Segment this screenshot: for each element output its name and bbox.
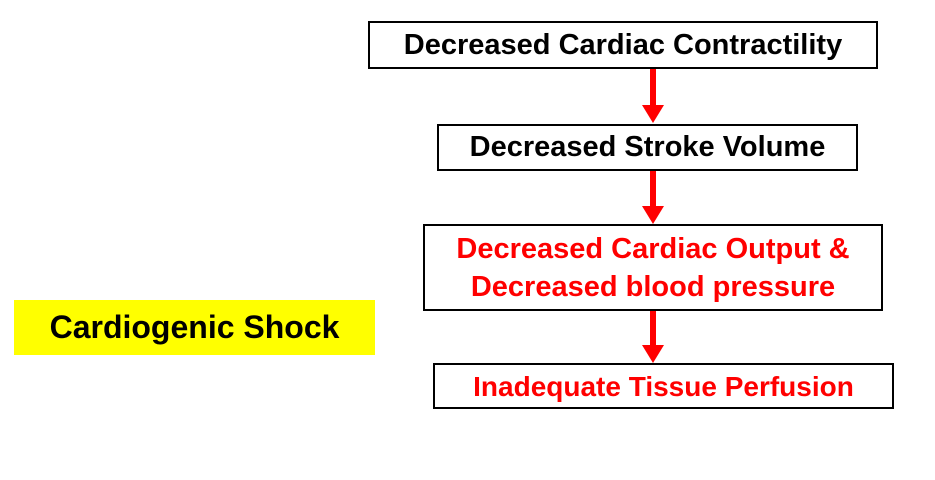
cardiogenic-shock-label-text: Cardiogenic Shock [49,309,340,345]
flow-box-decreased-stroke-volume: Decreased Stroke Volume [437,124,858,171]
flow-box-decreased-cardiac-output-blood-pressure: Decreased Cardiac Output & Decreased blo… [423,224,883,311]
flow-box-label-line1: Decreased Cardiac Output & [456,232,850,265]
flow-arrow-down-icon [640,171,666,224]
cardiogenic-shock-highlight-label: Cardiogenic Shock [14,300,375,355]
flow-box-decreased-cardiac-contractility: Decreased Cardiac Contractility [368,21,878,69]
flow-arrow-down-icon [640,69,666,123]
flow-box-inadequate-tissue-perfusion: Inadequate Tissue Perfusion [433,363,894,409]
flow-arrow-down-icon [640,311,666,363]
flow-box-label: Decreased Cardiac Contractility [403,28,843,61]
flow-box-label: Decreased Stroke Volume [469,131,826,164]
flow-box-label: Inadequate Tissue Perfusion [473,370,854,402]
flow-box-label-line2: Decreased blood pressure [470,270,836,303]
